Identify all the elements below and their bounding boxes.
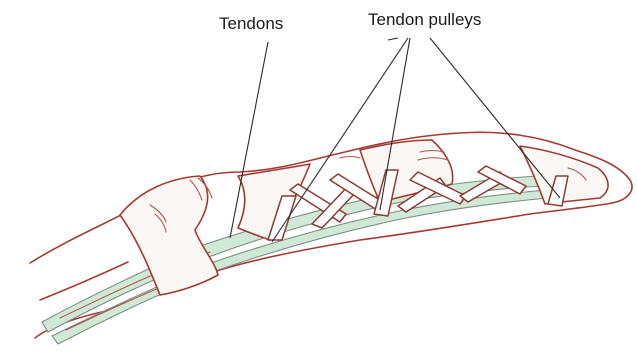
- label-tendons: Tendons: [219, 14, 283, 34]
- leader-pulley-4: [388, 38, 398, 40]
- label-tendon-pulleys: Tendon pulleys: [368, 10, 481, 30]
